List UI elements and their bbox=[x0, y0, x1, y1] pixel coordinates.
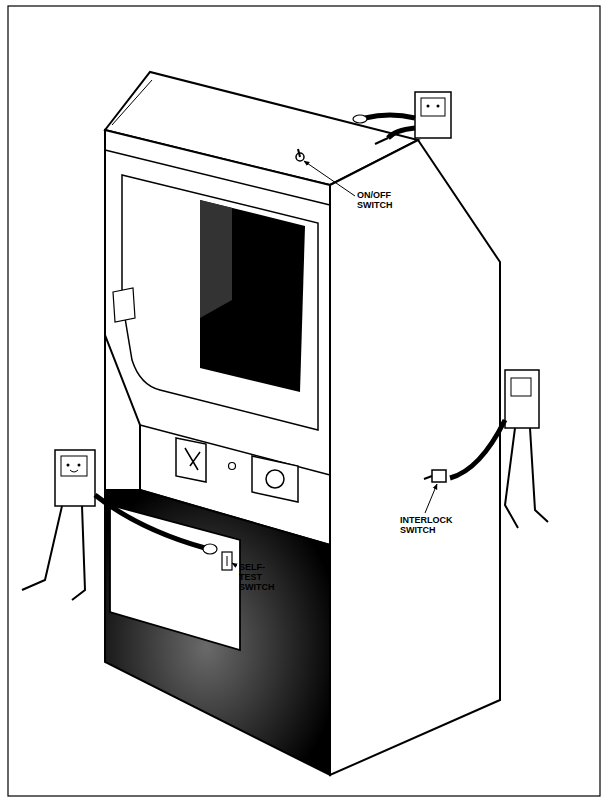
coin-door bbox=[110, 505, 240, 650]
control-button bbox=[229, 463, 236, 470]
figure-arm bbox=[365, 115, 415, 118]
figure-arm bbox=[95, 495, 205, 548]
figure-hand bbox=[353, 115, 367, 123]
leader-line bbox=[304, 161, 355, 196]
figure-eye bbox=[437, 105, 440, 108]
figure-hand bbox=[203, 544, 217, 554]
interlock-switch bbox=[432, 470, 446, 482]
cartoon-figure bbox=[415, 92, 451, 138]
screen-shade bbox=[200, 200, 232, 318]
callout-label: ON/OFF SWITCH bbox=[357, 190, 417, 210]
callout-label: SELF-TEST SWITCH bbox=[239, 562, 277, 592]
side-panel bbox=[330, 140, 500, 775]
lower-cabinet bbox=[105, 490, 330, 775]
switch-detail bbox=[227, 556, 228, 566]
toggle-lever bbox=[298, 149, 300, 157]
leader-line bbox=[425, 484, 437, 513]
coin-slot bbox=[176, 438, 206, 482]
callout-label: INTERLOCK SWITCH bbox=[400, 515, 480, 535]
figure-screen bbox=[421, 98, 445, 116]
figure-eye bbox=[67, 464, 70, 467]
figure-smile bbox=[70, 470, 78, 472]
pointing-finger bbox=[375, 138, 388, 144]
control-plate bbox=[252, 456, 298, 502]
figure-legs bbox=[22, 506, 85, 600]
figure-arm bbox=[388, 128, 415, 138]
roof-edge bbox=[112, 80, 152, 125]
figure-screen bbox=[511, 378, 531, 396]
control-panel-edge bbox=[140, 425, 330, 475]
coin-slot-mark bbox=[185, 448, 200, 470]
leader-line bbox=[232, 563, 237, 566]
cabinet-edge bbox=[104, 335, 106, 662]
self-test-switch bbox=[222, 552, 232, 570]
figure-eye bbox=[427, 105, 430, 108]
screen-bezel bbox=[122, 175, 318, 430]
switch-plunger bbox=[424, 476, 432, 479]
figure-legs bbox=[505, 428, 548, 528]
trackball bbox=[266, 470, 284, 488]
front-face bbox=[105, 130, 330, 545]
cartoon-figure bbox=[505, 370, 539, 428]
figure-arm bbox=[450, 420, 505, 478]
monitor-screen bbox=[200, 200, 305, 392]
figure-eye bbox=[78, 464, 81, 467]
page-frame bbox=[8, 6, 600, 796]
cartoon-figure bbox=[55, 450, 95, 506]
figure-screen bbox=[61, 456, 87, 476]
bezel-plate bbox=[113, 288, 135, 322]
